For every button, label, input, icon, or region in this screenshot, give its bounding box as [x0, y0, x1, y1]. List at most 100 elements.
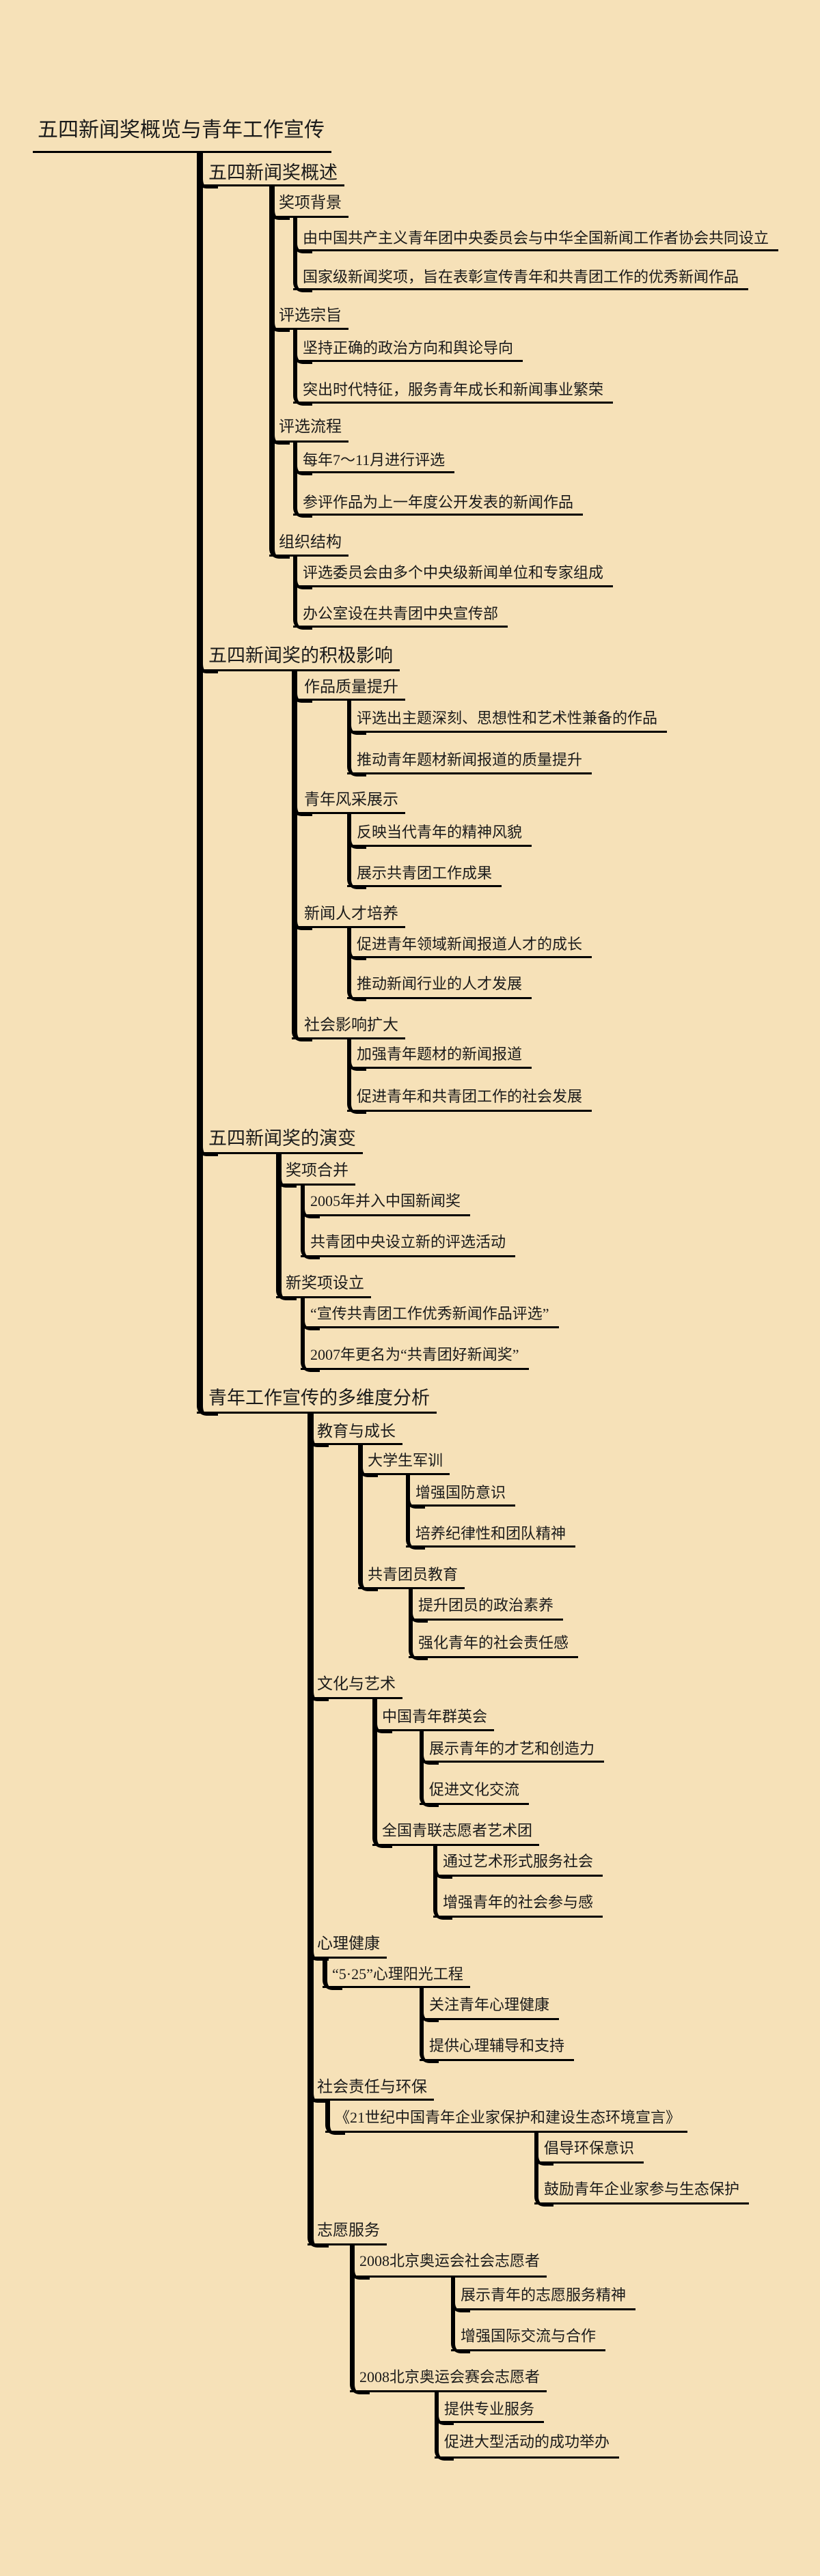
mindmap-node-label[interactable]: 展示青年的才艺和创造力	[429, 1740, 595, 1757]
node-underline	[358, 1473, 450, 1475]
mindmap-node-label[interactable]: 评选委员会由多个中央级新闻单位和专家组成	[303, 564, 604, 581]
node-underline	[308, 1443, 402, 1445]
connector-elbow-curve	[276, 1287, 297, 1300]
node-underline	[420, 2018, 559, 2020]
mindmap-node-label[interactable]: 评选出主题深刻、思想性和艺术性兼备的作品	[357, 710, 658, 727]
connector-elbow-curve	[308, 2090, 329, 2103]
mindmap-node-label[interactable]: 2007年更名为“共青团好新闻奖”	[310, 1346, 519, 1363]
node-underline	[347, 772, 592, 774]
mindmap-node-label[interactable]: 社会责任与环保	[317, 2078, 427, 2095]
connector-trunk-line	[308, 1412, 314, 2235]
mindmap-node-label[interactable]: 五四新闻奖的积极影响	[208, 645, 393, 666]
mindmap-node-label[interactable]: 新奖项设立	[286, 1274, 364, 1291]
node-underline	[433, 1875, 603, 1877]
mindmap-node-label[interactable]: 大学生军训	[368, 1452, 443, 1469]
mindmap-node-label[interactable]: 五四新闻奖的演变	[208, 1128, 356, 1149]
node-underline	[433, 1916, 603, 1918]
node-underline	[347, 885, 502, 887]
mindmap-node-label[interactable]: 社会影响扩大	[304, 1016, 398, 1033]
node-underline	[269, 440, 348, 443]
node-underline	[293, 288, 748, 290]
mindmap-node-label[interactable]: 共青团员教育	[368, 1566, 459, 1583]
mindmap-node-label[interactable]: “宣传共青团工作优秀新闻作品评选”	[310, 1305, 549, 1322]
mindmap-node-label[interactable]: 参评作品为上一年度公开发表的新闻作品	[303, 494, 574, 511]
node-underline	[420, 2059, 574, 2061]
mindmap-node-label[interactable]: 中国青年群英会	[382, 1708, 488, 1725]
node-underline	[293, 360, 523, 362]
connector-elbow-curve	[358, 1464, 378, 1477]
mindmap-node-label[interactable]: 2008北京奥运会赛会志愿者	[359, 2368, 541, 2385]
node-underline	[347, 845, 532, 847]
mindmap-node-label[interactable]: 每年7～11月进行评选	[303, 451, 446, 468]
mindmap-node-label[interactable]: 2008北京奥运会社会志愿者	[359, 2252, 541, 2269]
mindmap-node-label[interactable]: 提供心理辅导和支持	[429, 2037, 565, 2054]
connector-elbow-curve	[197, 1143, 218, 1156]
mindmap-node-label[interactable]: 推动青年题材新闻报道的质量提升	[357, 751, 583, 768]
mindmap-node-label[interactable]: 加强青年题材的新闻报道	[357, 1046, 523, 1063]
connector-elbow-curve	[347, 876, 366, 889]
mindmap-node-label[interactable]: 促进文化交流	[429, 1781, 520, 1798]
mindmap-node-label[interactable]: 新闻人才培养	[304, 905, 398, 922]
connector-elbow-curve	[301, 1246, 320, 1259]
mindmap-node-label[interactable]: 反映当代青年的精神风貌	[357, 824, 523, 841]
mindmap-node-label[interactable]: 增强青年的社会参与感	[443, 1894, 594, 1911]
node-underline	[269, 216, 348, 218]
mindmap-node-label[interactable]: 培养纪律性和团队精神	[415, 1525, 566, 1542]
mindmap-node-label[interactable]: 共青团中央设立新的评选活动	[310, 1233, 506, 1250]
node-underline	[534, 2161, 644, 2164]
node-underline	[420, 1761, 604, 1763]
mindmap-node-label[interactable]: 倡导环保意识	[544, 2140, 635, 2157]
mindmap-node-label[interactable]: 鼓励青年企业家参与生态保护	[544, 2181, 740, 2198]
node-underline	[350, 2276, 547, 2278]
connector-elbow-curve	[293, 462, 312, 475]
mindmap-node-label[interactable]: 促进青年和共青团工作的社会发展	[357, 1088, 583, 1105]
mindmap-node-label[interactable]: 展示青年的志愿服务精神	[461, 2286, 627, 2304]
mindmap-node-label[interactable]: 增强国防意识	[415, 1484, 506, 1501]
mindmap-node-label[interactable]: 坚持正确的政治方向和舆论导向	[303, 339, 514, 356]
connector-elbow-curve	[293, 576, 312, 589]
mindmap-node-label[interactable]: 增强国际交流与合作	[461, 2327, 597, 2344]
connector-elbow-curve	[293, 279, 312, 292]
node-underline	[372, 1729, 494, 1731]
mindmap-node-label[interactable]: 展示共青团工作成果	[357, 865, 493, 882]
connector-elbow-curve	[301, 1359, 320, 1372]
node-underline	[451, 2308, 636, 2310]
mindmap-node-label[interactable]: 国家级新闻奖项，旨在表彰宣传青年和共青团工作的优秀新闻作品	[303, 268, 739, 285]
node-underline	[347, 997, 532, 999]
connector-elbow-curve	[269, 319, 290, 332]
connector-elbow-curve	[347, 1101, 366, 1114]
mindmap-node-label[interactable]: 全国青联志愿者艺术团	[382, 1822, 533, 1839]
connector-elbow-curve	[347, 1058, 366, 1071]
mindmap-node-label[interactable]: 五四新闻奖概述	[208, 163, 338, 183]
node-underline	[435, 2421, 544, 2423]
node-underline	[347, 1067, 532, 1069]
connector-elbow-curve	[292, 803, 312, 816]
mindmap-node-label[interactable]: 文化与艺术	[317, 1675, 396, 1692]
connector-elbow-curve	[433, 1907, 452, 1920]
mindmap-node-label[interactable]: 强化青年的社会责任感	[418, 1634, 569, 1651]
connector-trunk-line	[372, 1697, 377, 1835]
mindmap-root-title[interactable]: 五四新闻奖概览与青年工作宣传	[38, 119, 325, 141]
mindmap-node-label[interactable]: 提供专业服务	[444, 2400, 535, 2418]
mindmap-node-label[interactable]: 青年风采展示	[304, 791, 398, 808]
mindmap-node-label[interactable]: 通过艺术形式服务社会	[443, 1853, 594, 1870]
mindmap-node-label[interactable]: 促进大型活动的成功举办	[444, 2433, 610, 2450]
mindmap-node-label[interactable]: 关注青年心理健康	[429, 1996, 550, 2013]
node-underline	[350, 2390, 547, 2392]
node-underline	[269, 555, 348, 557]
mindmap-node-label[interactable]: 推动新闻行业的人才发展	[357, 975, 523, 992]
mindmap-node-label[interactable]: 突出时代特征，服务青年成长和新闻事业繁荣	[303, 381, 604, 398]
mindmap-node-label[interactable]: “5·25”心理阳光工程	[332, 1965, 463, 1983]
mindmap-node-label[interactable]: 作品质量提升	[304, 678, 398, 695]
mindmap-node-label[interactable]: 2005年并入中国新闻奖	[310, 1192, 461, 1209]
mindmap-node-label[interactable]: 《21世纪中国青年企业家保护和建设生态环境宣言》	[335, 2109, 681, 2126]
connector-elbow-curve	[435, 2448, 454, 2461]
connector-elbow-curve	[534, 2153, 554, 2166]
mindmap-node-label[interactable]: 办公室设在共青团中央宣传部	[303, 605, 499, 622]
mindmap-node-label[interactable]: 提升团员的政治素养	[418, 1597, 554, 1614]
node-underline	[308, 1957, 387, 1959]
mindmap-node-label[interactable]: 促进青年领域新闻报道人才的成长	[357, 936, 583, 953]
mindmap-node-label[interactable]: 由中国共产主义青年团中央委员会与中华全国新闻工作者协会共同设立	[303, 229, 769, 247]
mindmap-node-label[interactable]: 青年工作宣传的多维度分析	[208, 1388, 430, 1408]
mindmap-node-label[interactable]: 教育与成长	[317, 1423, 396, 1440]
